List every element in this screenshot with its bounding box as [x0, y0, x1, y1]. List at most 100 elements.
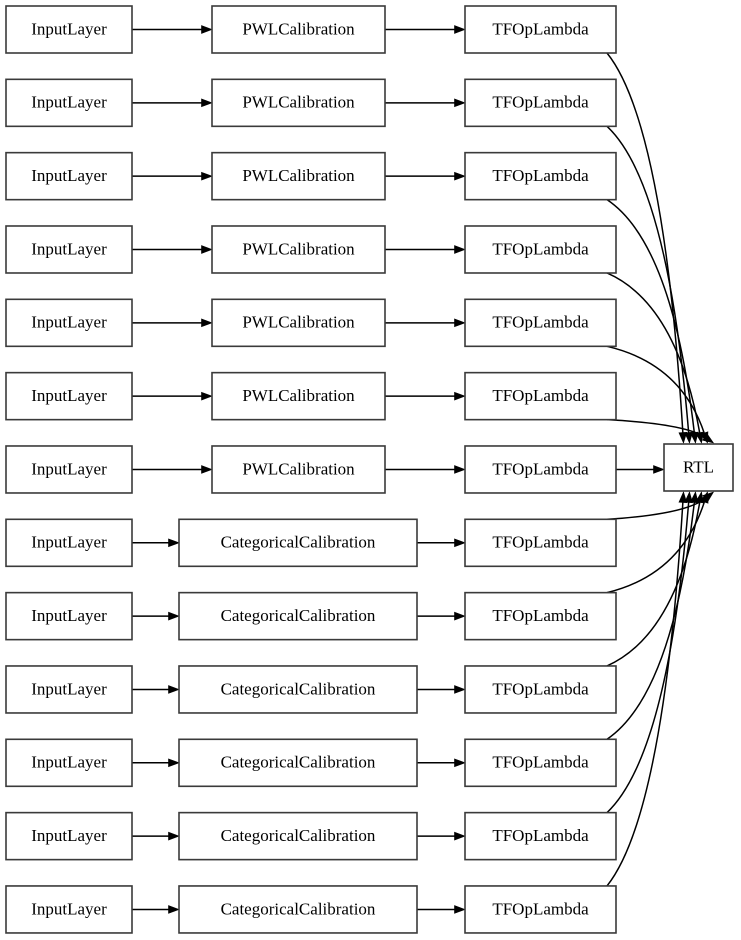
- node-calibration-7[interactable]: CategoricalCalibration: [178, 518, 418, 568]
- node-tfoplambda-5[interactable]: TFOpLambda: [464, 371, 617, 421]
- node-calibration-9-label: CategoricalCalibration: [221, 679, 376, 698]
- node-calibration-2[interactable]: PWLCalibration: [211, 151, 386, 201]
- node-calibration-10[interactable]: CategoricalCalibration: [178, 738, 418, 788]
- node-input-layer-0[interactable]: InputLayer: [5, 5, 133, 54]
- node-input-layer-7[interactable]: InputLayer: [5, 518, 133, 568]
- node-input-layer-4[interactable]: InputLayer: [5, 298, 133, 348]
- edge-calibration-to-lambda-12: [417, 905, 466, 914]
- node-input-layer-11-label: InputLayer: [31, 826, 107, 845]
- node-tfoplambda-8[interactable]: TFOpLambda: [464, 591, 617, 641]
- edge-input-to-calibration-10: [132, 758, 180, 768]
- edge-input-to-calibration-11-arrowhead: [168, 831, 180, 841]
- node-input-layer-6[interactable]: InputLayer: [5, 445, 133, 494]
- edge-lambda-to-rtl-11-path: [606, 501, 690, 814]
- edge-input-to-calibration-7: [132, 538, 180, 548]
- node-rtl-output[interactable]: RTL: [663, 443, 734, 492]
- node-tfoplambda-6-label: TFOpLambda: [492, 459, 589, 478]
- node-tfoplambda-1-box: [464, 78, 617, 128]
- edge-lambda-to-rtl-6-arrowhead: [653, 465, 665, 474]
- node-calibration-1-box: [211, 78, 386, 128]
- node-tfoplambda-7[interactable]: TFOpLambda: [464, 518, 617, 568]
- node-calibration-1[interactable]: PWLCalibration: [211, 78, 386, 128]
- edge-calibration-to-lambda-0-arrowhead: [454, 25, 466, 34]
- node-calibration-11[interactable]: CategoricalCalibration: [178, 811, 418, 861]
- edge-input-to-calibration-5: [132, 391, 213, 401]
- node-calibration-4[interactable]: PWLCalibration: [211, 298, 386, 348]
- node-calibration-0-box: [211, 5, 386, 54]
- node-calibration-10-box: [178, 738, 418, 788]
- node-input-layer-12[interactable]: InputLayer: [5, 885, 133, 934]
- node-tfoplambda-6[interactable]: TFOpLambda: [464, 445, 617, 494]
- edge-lambda-to-rtl-12: [606, 491, 688, 887]
- node-calibration-5[interactable]: PWLCalibration: [211, 371, 386, 421]
- node-tfoplambda-12[interactable]: TFOpLambda: [464, 885, 617, 934]
- node-input-layer-7-box: [5, 518, 133, 568]
- node-calibration-9-box: [178, 665, 418, 714]
- edge-lambda-to-rtl-11-arrowhead: [684, 491, 693, 504]
- node-input-layer-5[interactable]: InputLayer: [5, 371, 133, 421]
- node-calibration-8[interactable]: CategoricalCalibration: [178, 591, 418, 641]
- edge-calibration-to-lambda-9: [417, 685, 466, 694]
- edge-lambda-to-rtl-2: [606, 199, 699, 444]
- node-calibration-3[interactable]: PWLCalibration: [211, 225, 386, 274]
- node-calibration-6-box: [211, 445, 386, 494]
- node-tfoplambda-11[interactable]: TFOpLambda: [464, 811, 617, 861]
- node-tfoplambda-12-label: TFOpLambda: [492, 899, 589, 918]
- node-tfoplambda-1[interactable]: TFOpLambda: [464, 78, 617, 128]
- node-calibration-7-label: CategoricalCalibration: [221, 533, 376, 552]
- node-input-layer-5-label: InputLayer: [31, 386, 107, 405]
- node-input-layer-7-label: InputLayer: [31, 533, 107, 552]
- node-input-layer-9-box: [5, 665, 133, 714]
- node-input-layer-11[interactable]: InputLayer: [5, 811, 133, 861]
- node-calibration-8-box: [178, 591, 418, 641]
- node-calibration-6[interactable]: PWLCalibration: [211, 445, 386, 494]
- edge-calibration-to-lambda-5: [385, 391, 466, 401]
- edge-input-to-calibration-3-arrowhead: [201, 245, 213, 254]
- node-tfoplambda-0[interactable]: TFOpLambda: [464, 5, 617, 54]
- edge-calibration-to-lambda-9-arrowhead: [454, 685, 466, 694]
- edge-lambda-to-rtl-8: [606, 491, 709, 594]
- edge-calibration-to-lambda-2: [385, 171, 466, 181]
- node-calibration-12[interactable]: CategoricalCalibration: [178, 885, 418, 934]
- node-tfoplambda-2-label: TFOpLambda: [492, 166, 589, 185]
- node-input-layer-3[interactable]: InputLayer: [5, 225, 133, 274]
- edge-lambda-to-rtl-9-path: [606, 501, 701, 667]
- node-tfoplambda-5-label: TFOpLambda: [492, 386, 589, 405]
- node-input-layer-2-label: InputLayer: [31, 166, 107, 185]
- edge-lambda-to-rtl-0-path: [606, 52, 684, 434]
- node-input-layer-10[interactable]: InputLayer: [5, 738, 133, 788]
- node-tfoplambda-4[interactable]: TFOpLambda: [464, 298, 617, 348]
- edge-input-to-calibration-6-arrowhead: [201, 465, 213, 474]
- node-input-layer-2[interactable]: InputLayer: [5, 151, 133, 201]
- edge-lambda-to-rtl-8-path: [606, 500, 706, 594]
- edge-calibration-to-lambda-12-arrowhead: [454, 905, 466, 914]
- node-tfoplambda-0-box: [464, 5, 617, 54]
- edge-calibration-to-lambda-6: [385, 465, 466, 474]
- edge-lambda-to-rtl-1-arrowhead: [684, 431, 693, 444]
- node-rtl-output-box: [663, 443, 734, 492]
- node-calibration-12-label: CategoricalCalibration: [221, 899, 376, 918]
- edge-calibration-to-lambda-1-arrowhead: [454, 98, 466, 108]
- node-tfoplambda-10[interactable]: TFOpLambda: [464, 738, 617, 788]
- edge-lambda-to-rtl-4: [606, 345, 709, 444]
- edge-input-to-calibration-2-arrowhead: [201, 171, 213, 181]
- node-calibration-9[interactable]: CategoricalCalibration: [178, 665, 418, 714]
- edge-input-to-calibration-6: [132, 465, 213, 474]
- node-input-layer-8[interactable]: InputLayer: [5, 591, 133, 641]
- edge-input-to-calibration-2: [132, 171, 213, 181]
- edge-calibration-to-lambda-7-arrowhead: [454, 538, 466, 548]
- edge-input-to-calibration-12-arrowhead: [168, 905, 180, 914]
- node-tfoplambda-3[interactable]: TFOpLambda: [464, 225, 617, 274]
- node-input-layer-1[interactable]: InputLayer: [5, 78, 133, 128]
- node-tfoplambda-9[interactable]: TFOpLambda: [464, 665, 617, 714]
- edge-input-to-calibration-8-arrowhead: [168, 611, 180, 621]
- node-input-layer-3-label: InputLayer: [31, 239, 107, 258]
- node-input-layer-9[interactable]: InputLayer: [5, 665, 133, 714]
- node-calibration-0[interactable]: PWLCalibration: [211, 5, 386, 54]
- edge-lambda-to-rtl-5-path: [606, 418, 707, 439]
- node-calibration-4-box: [211, 298, 386, 348]
- edge-lambda-to-rtl-0-arrowhead: [678, 431, 688, 444]
- node-tfoplambda-2[interactable]: TFOpLambda: [464, 151, 617, 201]
- edge-input-to-calibration-8: [132, 611, 180, 621]
- node-calibration-7-box: [178, 518, 418, 568]
